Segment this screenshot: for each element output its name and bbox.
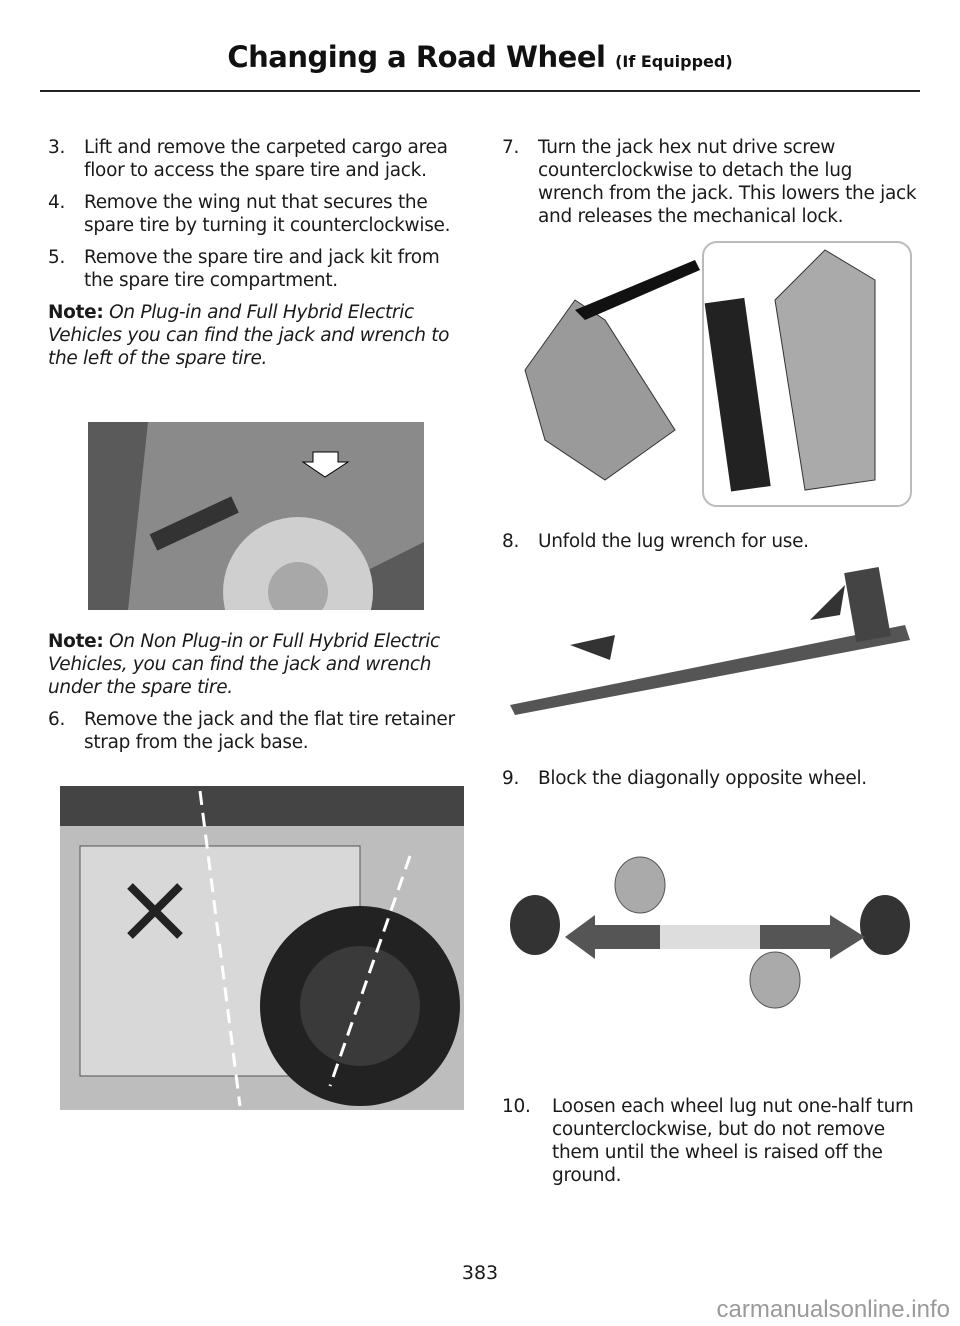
cargo-area-jack-image: [60, 786, 464, 1110]
step-9: 9. Block the diagonally opposite wheel.: [502, 767, 922, 790]
step-number: 9.: [502, 768, 520, 789]
step-7: 7. Turn the jack hex nut drive screw coun…: [502, 136, 922, 228]
step-number: 5.: [48, 247, 66, 268]
jack-detach-image: [505, 240, 915, 508]
step-8: 8. Unfold the lug wrench for use.: [502, 530, 922, 553]
step-number: 8.: [502, 531, 520, 552]
page-title: Changing a Road Wheel (If Equipped): [0, 40, 960, 74]
step-text: Loosen each wheel lug nut one-half turn …: [552, 1096, 914, 1186]
step-3: 3. Lift and remove the carpeted cargo are…: [48, 136, 463, 182]
step-text: Lift and remove the carpeted cargo area …: [84, 137, 448, 181]
step-number: 4.: [48, 192, 66, 213]
wheel-blocking-image: [510, 855, 912, 1010]
right-step-8: 8. Unfold the lug wrench for use.: [502, 530, 922, 562]
note-text: On Non Plug-in or Full Hybrid Electric V…: [48, 631, 440, 698]
step-text: Remove the jack and the flat tire retain…: [84, 709, 455, 753]
lug-wrench-image: [505, 565, 922, 720]
left-column-lower: Note: On Non Plug-in or Full Hybrid Elec…: [48, 630, 463, 763]
step-text: Block the diagonally opposite wheel.: [538, 768, 867, 789]
header-divider: [40, 90, 920, 92]
step-number: 3.: [48, 137, 66, 158]
step-6: 6. Remove the jack and the flat tire reta…: [48, 708, 463, 754]
watermark: carmanualsonline.info: [716, 1296, 950, 1323]
note-label: Note:: [48, 302, 104, 323]
step-text: Unfold the lug wrench for use.: [538, 531, 809, 552]
right-step-10: 10. Loosen each wheel lug nut one-half tu…: [502, 1095, 922, 1196]
step-number: 7.: [502, 137, 520, 158]
left-column: 3. Lift and remove the carpeted cargo are…: [48, 136, 463, 379]
title-text: Changing a Road Wheel: [227, 40, 606, 74]
step-10: 10. Loosen each wheel lug nut one-half tu…: [502, 1095, 922, 1187]
spare-tire-compartment-image: [88, 422, 424, 610]
step-4: 4. Remove the wing nut that secures the s…: [48, 191, 463, 237]
step-text: Turn the jack hex nut drive screw counte…: [538, 137, 917, 227]
right-step-9: 9. Block the diagonally opposite wheel.: [502, 767, 922, 799]
note-non-hybrid: Note: On Non Plug-in or Full Hybrid Elec…: [48, 630, 463, 699]
note-label: Note:: [48, 631, 104, 652]
step-text: Remove the spare tire and jack kit from …: [84, 247, 440, 291]
step-text: Remove the wing nut that secures the spa…: [84, 192, 451, 236]
note-hybrid: Note: On Plug-in and Full Hybrid Electri…: [48, 301, 463, 370]
page-number: 383: [461, 1262, 499, 1284]
step-number: 10.: [502, 1096, 531, 1117]
step-number: 6.: [48, 709, 66, 730]
step-5: 5. Remove the spare tire and jack kit fro…: [48, 246, 463, 292]
title-qualifier: (If Equipped): [615, 52, 733, 71]
note-text: On Plug-in and Full Hybrid Electric Vehi…: [48, 302, 450, 369]
right-column: 7. Turn the jack hex nut drive screw coun…: [502, 136, 922, 237]
